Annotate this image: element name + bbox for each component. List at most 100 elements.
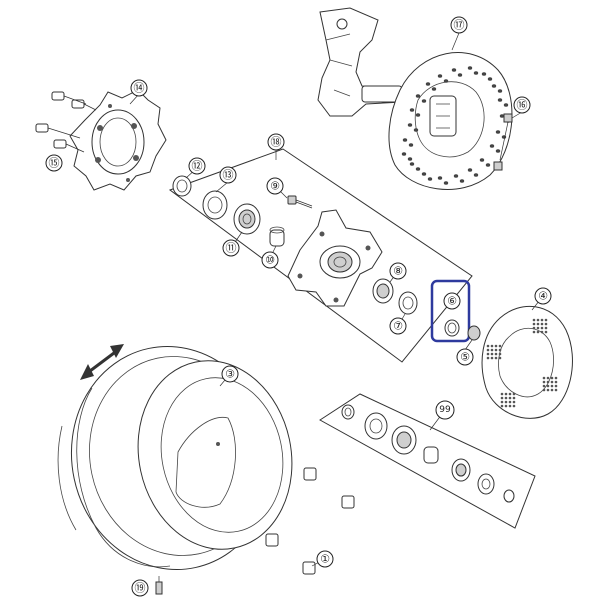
seal-12	[172, 175, 192, 197]
vent-hole	[409, 108, 415, 112]
disc-hole	[540, 326, 544, 330]
svg-text:99: 99	[439, 405, 451, 415]
disc-hole	[494, 356, 498, 360]
vent-hole	[453, 174, 459, 178]
bearing-11	[233, 203, 261, 235]
vent-hole	[402, 138, 408, 142]
vent-hole	[407, 123, 413, 127]
vent-hole	[481, 72, 487, 76]
disc-hole	[494, 344, 498, 348]
disc-hole	[500, 392, 504, 396]
svg-text:⑰: ⑰	[454, 19, 465, 32]
disc-hole	[550, 376, 554, 380]
disc-hole	[486, 344, 490, 348]
callout-99: 99	[435, 400, 455, 420]
callout-5: ⑤	[456, 348, 474, 366]
bearing-kit-parts	[341, 404, 515, 503]
svg-text:⑦: ⑦	[393, 320, 403, 333]
callout-6: ⑥	[443, 292, 461, 310]
callout-9: ⑨	[266, 177, 284, 195]
disc-nut-16	[493, 113, 513, 171]
disc-hole	[504, 400, 508, 404]
disc-hole	[500, 396, 504, 400]
disc-hole	[490, 348, 494, 352]
svg-text:⑭: ⑭	[134, 82, 145, 95]
disc-hole	[544, 330, 548, 334]
disc-hole	[540, 318, 544, 322]
disc-hole	[550, 380, 554, 384]
spacer-6	[444, 319, 460, 337]
vent-hole	[415, 94, 421, 98]
vent-hole	[501, 135, 507, 139]
svg-text:⑱: ⑱	[271, 136, 282, 149]
wheel-rim-3	[57, 345, 293, 571]
disc-vent-holes	[401, 66, 511, 185]
disc-hole	[508, 396, 512, 400]
callout-17: ⑰	[450, 16, 468, 34]
vent-hole	[473, 71, 479, 75]
rotation-arrow	[80, 344, 124, 380]
vent-hole	[421, 172, 427, 176]
vent-hole	[437, 74, 443, 78]
vent-hole	[459, 179, 465, 183]
callout-1: ①	[316, 550, 334, 568]
brake-disc-4	[481, 305, 573, 419]
disc-hole	[536, 330, 540, 334]
disc-hole	[554, 376, 558, 380]
lug-nuts	[265, 467, 355, 575]
bearing-8	[372, 278, 394, 304]
disc-hole	[512, 392, 516, 396]
callout-18: ⑱	[267, 133, 285, 151]
disc-hole	[554, 388, 558, 392]
valve-19	[155, 576, 163, 595]
vent-hole	[467, 66, 473, 70]
svg-text:④: ④	[538, 290, 548, 303]
disc-hole	[512, 400, 516, 404]
vent-hole	[485, 163, 491, 167]
vent-hole	[443, 181, 449, 185]
disc-hole	[540, 322, 544, 326]
disc-hole	[512, 404, 516, 408]
disc-hole	[486, 348, 490, 352]
vent-hole	[503, 103, 509, 107]
vent-hole	[491, 84, 497, 88]
vent-hole	[497, 98, 503, 102]
svg-text:⑯: ⑯	[517, 99, 528, 112]
disc-hole	[498, 356, 502, 360]
disc-hole	[542, 380, 546, 384]
vent-hole	[457, 73, 463, 77]
disc-hole	[546, 376, 550, 380]
vent-hole	[499, 114, 505, 118]
spacer-5	[467, 325, 481, 341]
svg-text:⑥: ⑥	[447, 295, 457, 308]
disc-hole	[490, 344, 494, 348]
disc-bolts-15	[35, 91, 97, 153]
disc-hole	[554, 384, 558, 388]
disc-hole	[498, 352, 502, 356]
vent-hole	[495, 130, 501, 134]
spacer-10	[269, 226, 285, 247]
disc-hole	[508, 392, 512, 396]
disc-hole	[532, 330, 536, 334]
disc-hole	[544, 326, 548, 330]
callout-3: ③	[221, 365, 239, 383]
vent-hole	[421, 99, 427, 103]
vent-hole	[427, 177, 433, 181]
disc-hole	[498, 344, 502, 348]
vent-hole	[487, 77, 493, 81]
disc-hole	[512, 396, 516, 400]
disc-hole	[546, 380, 550, 384]
svg-text:⑲: ⑲	[135, 582, 146, 595]
vent-hole	[489, 144, 495, 148]
callout-14: ⑭	[130, 79, 148, 97]
bolt-9	[287, 195, 313, 209]
callout-12: ⑫	[188, 157, 206, 175]
callout-8: ⑧	[389, 262, 407, 280]
vent-hole	[467, 168, 473, 172]
vent-hole	[415, 113, 421, 117]
vent-hole	[473, 173, 479, 177]
vent-hole	[497, 89, 503, 93]
disc-hole	[504, 392, 508, 396]
disc-hole	[554, 380, 558, 384]
